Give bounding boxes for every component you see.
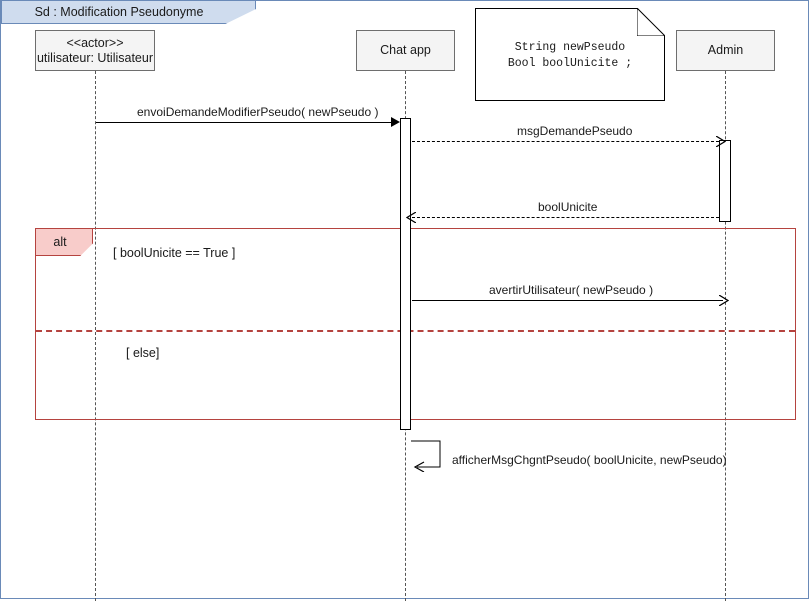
- message-line-msg-demande-pseudo: [412, 141, 719, 142]
- arrowhead-open-left-icon: [406, 212, 416, 223]
- participant-actor-stereotype: <<actor>>: [66, 35, 124, 50]
- activation-bar-chat-app: [400, 118, 411, 430]
- participant-chat-app-label: Chat app: [380, 43, 431, 57]
- message-label-afficher-msg-chgnt-pseudo: afficherMsgChgntPseudo( boolUnicite, new…: [452, 453, 727, 467]
- alt-fragment-frame: [35, 228, 796, 420]
- note-declarations[interactable]: String newPseudo Bool boolUnicite ;: [475, 8, 665, 101]
- message-label-msg-demande-pseudo: msgDemandePseudo: [517, 124, 633, 138]
- arrowhead-open-right-icon-2: [719, 295, 729, 306]
- lifeline-admin: [725, 71, 726, 601]
- note-line-1: String newPseudo: [514, 41, 626, 54]
- alt-fragment-tag-border: [35, 228, 93, 256]
- note-line-2: Bool boolUnicite ;: [507, 57, 633, 70]
- note-body: [475, 8, 665, 101]
- lifeline-actor: [95, 71, 96, 601]
- message-line-bool-unicite: [412, 217, 719, 218]
- participant-actor[interactable]: <<actor>> utilisateur: Utilisateur: [35, 30, 155, 71]
- message-line-envoi-demande-modifier-pseudo: [96, 122, 391, 123]
- diagram-title-banner-border: [1, 1, 256, 24]
- participant-admin-label: Admin: [707, 43, 744, 57]
- message-line-avertir-utilisateur: [412, 300, 723, 301]
- participant-chat-app[interactable]: Chat app: [356, 30, 455, 71]
- message-label-envoi-demande-modifier-pseudo: envoiDemandeModifierPseudo( newPseudo ): [137, 105, 379, 119]
- participant-actor-label: utilisateur: Utilisateur: [36, 50, 153, 65]
- arrowhead-open-right-icon: [716, 136, 726, 147]
- message-label-avertir-utilisateur: avertirUtilisateur( newPseudo ): [489, 283, 654, 297]
- alt-fragment-operator: alt: [53, 235, 67, 249]
- activation-bar-admin: [719, 140, 731, 222]
- alt-guard-true: [ boolUnicite == True ]: [113, 246, 236, 260]
- participant-admin[interactable]: Admin: [676, 30, 775, 71]
- self-message-path-afficher-msg-chgnt-pseudo: [411, 440, 441, 472]
- alt-fragment-divider: [36, 330, 795, 332]
- alt-guard-else: [ else]: [126, 346, 160, 360]
- arrowhead-filled-right-icon: [391, 117, 400, 127]
- note-fold-corner-icon: [637, 8, 665, 36]
- diagram-title: Sd : Modification Pseudonyme: [34, 5, 204, 19]
- message-label-bool-unicite: boolUnicite: [538, 200, 598, 214]
